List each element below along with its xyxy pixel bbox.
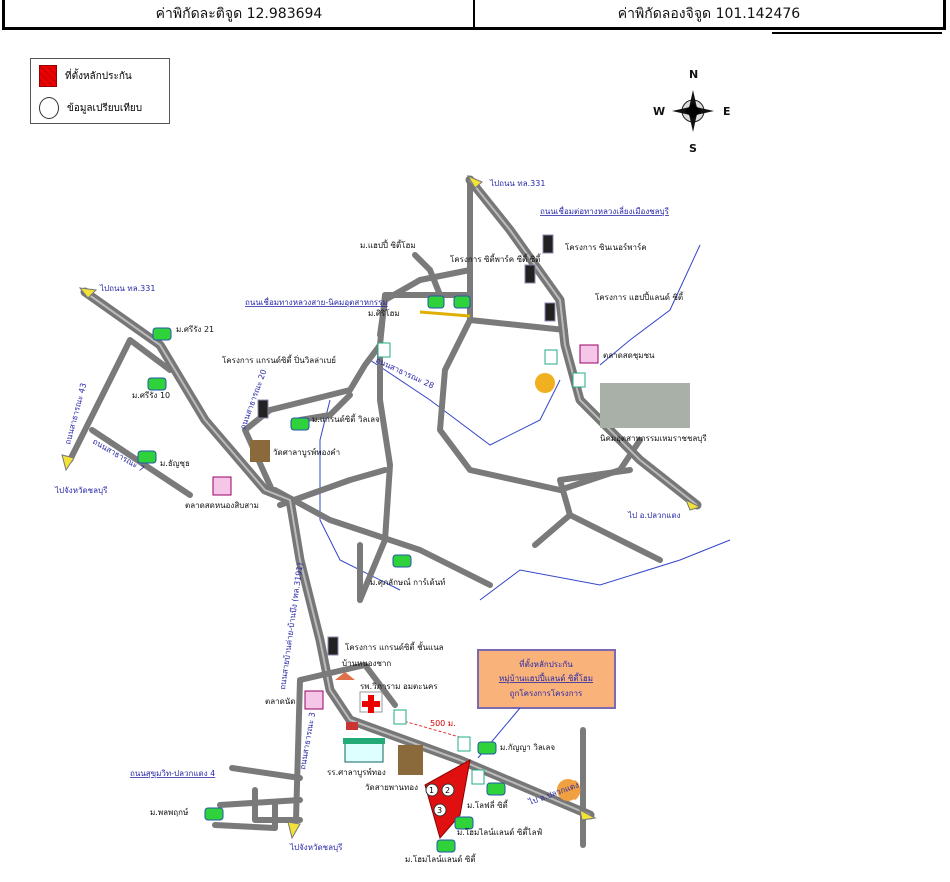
project-label: โครงการ ซิตี้พาร์ค ซีตี้ ซิตี้ — [450, 253, 541, 264]
arrow-icon — [61, 454, 75, 472]
temple-buddha-icon — [398, 745, 423, 775]
compass-east: E — [723, 105, 731, 118]
village-label: ม.โลฟลี่ ซิตี้ — [467, 799, 509, 810]
highways — [80, 175, 702, 823]
overpass-photo — [600, 383, 690, 428]
hospital-label: รพ.วิภาราม อมตะนคร — [360, 682, 438, 691]
arrow-icon — [466, 174, 483, 189]
village-label: ม.โฮมไลน์แลนด์ ซิตี้ไลฟ์ — [457, 826, 542, 837]
distance-label: 500 ม. — [430, 719, 456, 728]
arrow-icon — [287, 821, 301, 840]
village-label: บ้านหนองชาก — [342, 659, 391, 668]
collateral-plot: 1 2 3 — [424, 759, 471, 840]
temple-label: วัดสายพานทอง — [365, 783, 418, 792]
arrow-icon — [685, 498, 702, 511]
legend-item-collateral: ที่ตั้งหลักประกัน — [39, 65, 132, 87]
direction-arrows — [61, 174, 702, 840]
waterways — [319, 244, 731, 601]
hospital-icon — [359, 691, 383, 713]
compass-south: S — [689, 142, 697, 155]
village-label: ม.แกรนด์ซิตี้ วิลเลจ — [312, 413, 380, 424]
arrow-icon — [78, 287, 98, 299]
arrow-icon — [579, 809, 597, 821]
plot-number: 1 — [429, 786, 434, 795]
map-legend: ที่ตั้งหลักประกัน ข้อมูลเปรียบเทียบ — [30, 58, 170, 124]
building-icon — [257, 234, 556, 656]
plot-number: 3 — [437, 806, 442, 815]
road-label: ถนนสายบ้านค่าย-บ้านบึง (ทล.3191) — [278, 562, 305, 690]
market-icon — [212, 344, 599, 710]
temple-buddha-icon — [250, 440, 270, 462]
village-label: ม.ศุภลักษณ์ การ์เด้นท์ — [370, 577, 445, 587]
market-label: ตลาดสดหนองสิบสาม — [185, 501, 259, 510]
coordinates-header: ค่าพิกัดละติจูด 12.983694 ค่าพิกัดลองจิจ… — [2, 0, 946, 30]
road-label: ไปถนน ทล.331 — [99, 284, 155, 293]
village-label: ม.กัญญา วิลเลจ — [500, 743, 555, 752]
village-label: ม.ศรีรัง 10 — [132, 391, 170, 400]
project-label: โครงการ แกรนด์ซิตี้ ปิ่นวิลล่าเบย์ — [222, 354, 336, 365]
legend-label: ที่ตั้งหลักประกัน — [65, 70, 132, 82]
callout-line: ถูกโครงการโครงการ — [510, 688, 583, 699]
village-label: ม.พลพฤกษ์ — [150, 807, 188, 817]
road-label: ถนนสาธารณะ 28 — [374, 356, 435, 391]
temple-label: วัดศาลาบูรพ์ทองคำ — [273, 447, 340, 458]
village-label: ม.ศิริโฮม — [368, 308, 400, 318]
project-label: โครงการ ซินเนอร์พาร์ค — [565, 242, 647, 252]
project-label: โครงการ แกรนด์ซิตี้ ชั้นแนล — [345, 641, 444, 652]
latitude-cell: ค่าพิกัดละติจูด 12.983694 — [155, 5, 323, 22]
village-label: ม.โฮมไลน์แลนด์ ซิตี้ — [405, 853, 477, 864]
road-label: ถนนเชื่อมต่อทางหลวงเลี่ยงเมืองชลบุรี — [540, 205, 670, 216]
legend-label: ข้อมูลเปรียบเทียบ — [67, 102, 143, 114]
compass-north: N — [689, 68, 698, 81]
road-label: ไปถนน ทล.331 — [489, 179, 545, 188]
industrial-logo-icon — [535, 373, 555, 393]
legend-item-comparison: ข้อมูลเปรียบเทียบ — [39, 97, 142, 119]
road-label: ไป อ.ปลวกแดง — [627, 511, 681, 520]
industrial-label: นิคมอุตสาหกรรมเหมราชชลบุรี — [600, 434, 707, 443]
road-label: ถนนสุขุมวิท-ปลวกแดง 4 — [130, 769, 215, 778]
access-road-highlight — [419, 310, 471, 318]
project-label: โครงการ แฮปปี้แลนด์ ซิตี้ — [595, 291, 684, 302]
red-hatched-square-icon — [39, 65, 57, 87]
road-label: ไปจังหวัดชลบุรี — [54, 486, 108, 495]
road-label: ไปจังหวัดชลบุรี — [289, 843, 343, 852]
callout-line: ที่ตั้งหลักประกัน — [519, 658, 573, 669]
seven-eleven-icon — [377, 342, 586, 785]
shell-station-icon — [557, 779, 579, 801]
longitude-cell: ค่าพิกัดลองจิจูด 101.142476 — [473, 0, 943, 27]
market-label: ตลาดนัด — [265, 697, 295, 706]
village-label: ม.ธัญชุธ — [160, 459, 190, 468]
school-icon — [343, 722, 385, 763]
plot-number: 2 — [445, 786, 450, 795]
collateral-callout: ที่ตั้งหลักประกัน หมู่บ้านแฮปปี้แลนด์ ซิ… — [477, 649, 616, 759]
circle-icon — [39, 97, 59, 119]
house-icon — [335, 672, 355, 680]
market-label: ตลาดสดชุมชน — [603, 351, 655, 360]
school-label: รร.ศาลาบูรพ์ทอง — [327, 767, 386, 778]
header-divider — [772, 32, 942, 34]
road-label: ถนนเชื่อมทางหลวงสาย-นิคมอุตสาหกรรม — [245, 296, 388, 307]
village-label: ม.แฮปปี้ ซิตี้โฮม — [360, 239, 416, 250]
village-icon — [137, 295, 506, 853]
village-label: ม.ศรีรัง 21 — [176, 325, 214, 334]
compass-rose-icon: N S W E — [653, 68, 731, 155]
poi-icons — [137, 234, 690, 853]
callout-line: หมู่บ้านแฮปปี้แลนด์ ซิตี้โฮม — [499, 672, 593, 684]
compass-west: W — [653, 105, 665, 118]
